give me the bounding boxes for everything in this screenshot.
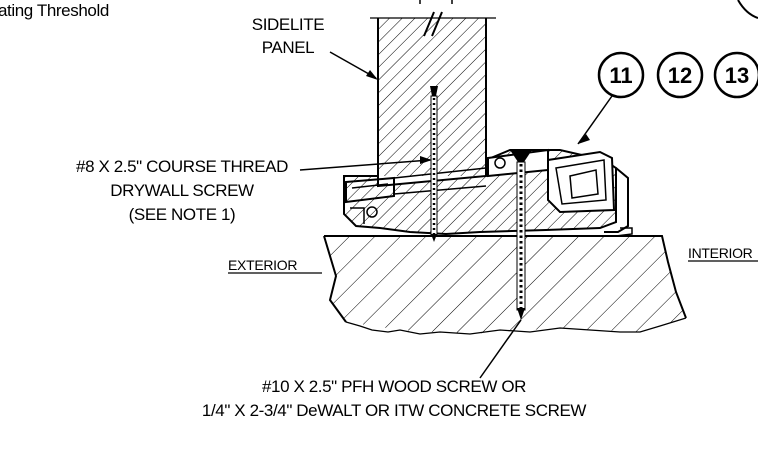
break-mark [423, 11, 443, 37]
sidelite-label-line2: PANEL [262, 38, 315, 57]
substrate-section [323, 235, 687, 335]
drywall-screw-label-line2: DRYWALL SCREW [110, 181, 254, 200]
drywall-screw-label-line1: #8 X 2.5" COURSE THREAD [76, 157, 288, 176]
wood-screw [510, 150, 532, 320]
callout-12: 12 [668, 63, 692, 88]
callout-circle-13 [713, 51, 758, 99]
wood-screw-leader [479, 319, 522, 379]
callout-bubbles: 11 12 13 [577, 51, 758, 145]
interior-label: INTERIOR [688, 245, 753, 261]
header-fragment: ating Threshold [0, 1, 109, 20]
threshold-extrusion [343, 148, 633, 237]
callout-leader [577, 95, 613, 145]
callout-13: 13 [725, 63, 749, 88]
callout-circle-11 [597, 51, 645, 99]
callout-11: 11 [609, 63, 632, 88]
sidelite-label-line1: SIDELITE [252, 15, 324, 34]
wood-screw-label-line1: #10 X 2.5" PFH WOOD SCREW OR [262, 377, 526, 396]
drywall-screw-label-line3: (SEE NOTE 1) [129, 205, 236, 224]
exterior-label: EXTERIOR [228, 257, 297, 273]
drywall-leader [299, 159, 431, 171]
wood-screw-label-line2: 1/4" X 2-3/4" DeWALT OR ITW CONCRETE SCR… [202, 401, 586, 420]
drywall-screw [430, 86, 438, 242]
partial-callout-circle [737, 0, 758, 19]
callout-circle-12 [656, 51, 704, 99]
